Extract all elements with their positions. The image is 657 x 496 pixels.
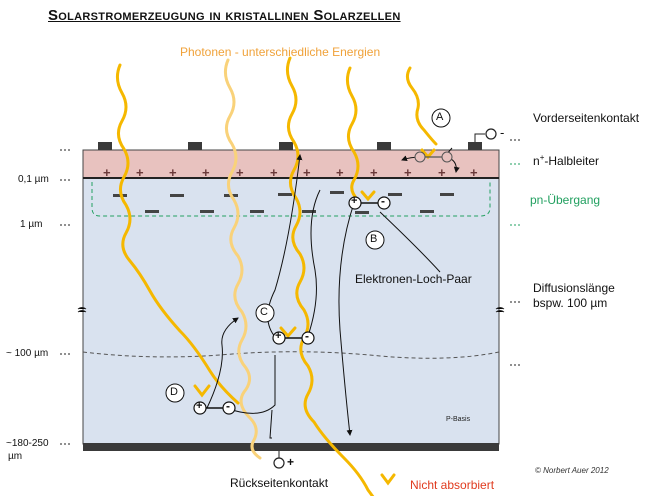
- n-layer-label: n+-Halbleiter: [533, 153, 600, 168]
- n-layer-plus-mark: +: [470, 165, 478, 180]
- n-layer-plus-mark: +: [236, 165, 244, 180]
- p-base-region: [82, 177, 500, 445]
- n-layer-plus-mark: +: [270, 165, 278, 180]
- pn-minus-mark: [420, 210, 434, 213]
- not-absorbed-label: Nicht absorbiert: [410, 478, 495, 492]
- electron-hole-pair-b: [348, 196, 391, 210]
- front-terminal-sign: -: [500, 125, 505, 140]
- photon-a: [405, 66, 438, 146]
- marker-b-circle: [365, 230, 385, 250]
- diffusion-length-value: bspw. 100 µm: [533, 296, 608, 310]
- marker-d-circle: [165, 383, 185, 403]
- front-contact-label: Vorderseitenkontakt: [533, 111, 640, 125]
- photon-b: [345, 66, 360, 202]
- page-title: Solarstromerzeugung in kristallinen Sola…: [48, 7, 401, 24]
- hole-d: +: [196, 400, 203, 412]
- electron-d: -: [226, 399, 230, 413]
- electron-hole-pair-c: [272, 331, 315, 345]
- n-layer-plus-mark: +: [303, 165, 311, 180]
- hole-c: +: [275, 330, 282, 342]
- pn-minus-mark: [440, 193, 454, 196]
- pn-minus-mark: [250, 210, 264, 213]
- marker-a: A: [436, 111, 444, 123]
- photon-not-absorbed: [285, 56, 375, 496]
- back-terminal: [273, 457, 285, 469]
- marker-d: D: [170, 386, 178, 398]
- copyright: © Norbert Auer 2012: [535, 466, 609, 475]
- depth-1um: 1 µm: [20, 219, 43, 230]
- pn-minus-mark: [302, 210, 316, 213]
- electron-hole-pair-label: Elektronen-Loch-Paar: [355, 272, 472, 286]
- back-contact-bar: [83, 443, 499, 451]
- front-terminal: [485, 128, 497, 140]
- photon-d: [115, 63, 240, 405]
- depth-um-unit: µm: [8, 451, 23, 462]
- electron-hole-pair-a: [414, 151, 453, 163]
- electron-b: -: [381, 194, 385, 208]
- n-layer-plus-mark: +: [370, 165, 378, 180]
- back-terminal-sign: +: [287, 455, 295, 469]
- diffusion-length-label: Diffusionslänge: [533, 281, 615, 295]
- pn-minus-mark: [145, 210, 159, 213]
- electron-hole-pair-d: [193, 401, 236, 415]
- pn-junction-boundary: [91, 182, 491, 217]
- n-layer-plus-mark: +: [103, 165, 111, 180]
- diffusion-length-line: [82, 351, 500, 359]
- pn-minus-mark: [330, 191, 344, 194]
- n-layer-plus-mark: +: [438, 165, 446, 180]
- photon-c: [223, 58, 262, 460]
- depth-100um: ~ 100 µm: [6, 348, 49, 359]
- p-base-label: P-Basis: [446, 416, 471, 423]
- n-layer-plus-mark: +: [136, 165, 144, 180]
- pn-minus-mark: [200, 210, 214, 213]
- n-layer-plus-mark: +: [404, 165, 412, 180]
- photons-label: Photonen - unterschiedliche Energien: [180, 45, 381, 59]
- depth-180-250: ~180-250: [6, 438, 49, 449]
- pn-minus-mark: [170, 194, 184, 197]
- marker-c: C: [260, 306, 268, 318]
- marker-c-circle: [255, 303, 275, 323]
- depth-0-1um: 0,1 µm: [18, 174, 49, 185]
- back-contact-label: Rückseitenkontakt: [230, 476, 329, 490]
- photon-paths: [115, 56, 438, 496]
- marker-a-circle: [431, 108, 451, 128]
- marker-b: B: [370, 233, 378, 245]
- pn-negative-charges: [113, 191, 454, 214]
- n-layer-plus-mark: +: [169, 165, 177, 180]
- n-layer-plus-mark: +: [202, 165, 210, 180]
- pn-junction-label: pn-Übergang: [530, 193, 601, 207]
- electron-c: -: [305, 329, 309, 343]
- pn-minus-mark: [355, 211, 369, 214]
- hole-b: +: [351, 195, 358, 207]
- front-contact-fingers: [98, 142, 482, 150]
- n-layer-plus-mark: +: [336, 165, 344, 180]
- pn-minus-mark: [278, 193, 292, 196]
- n-layer-positive-charges: + + + + + + + + + + + +: [103, 165, 478, 180]
- pn-minus-mark: [388, 193, 402, 196]
